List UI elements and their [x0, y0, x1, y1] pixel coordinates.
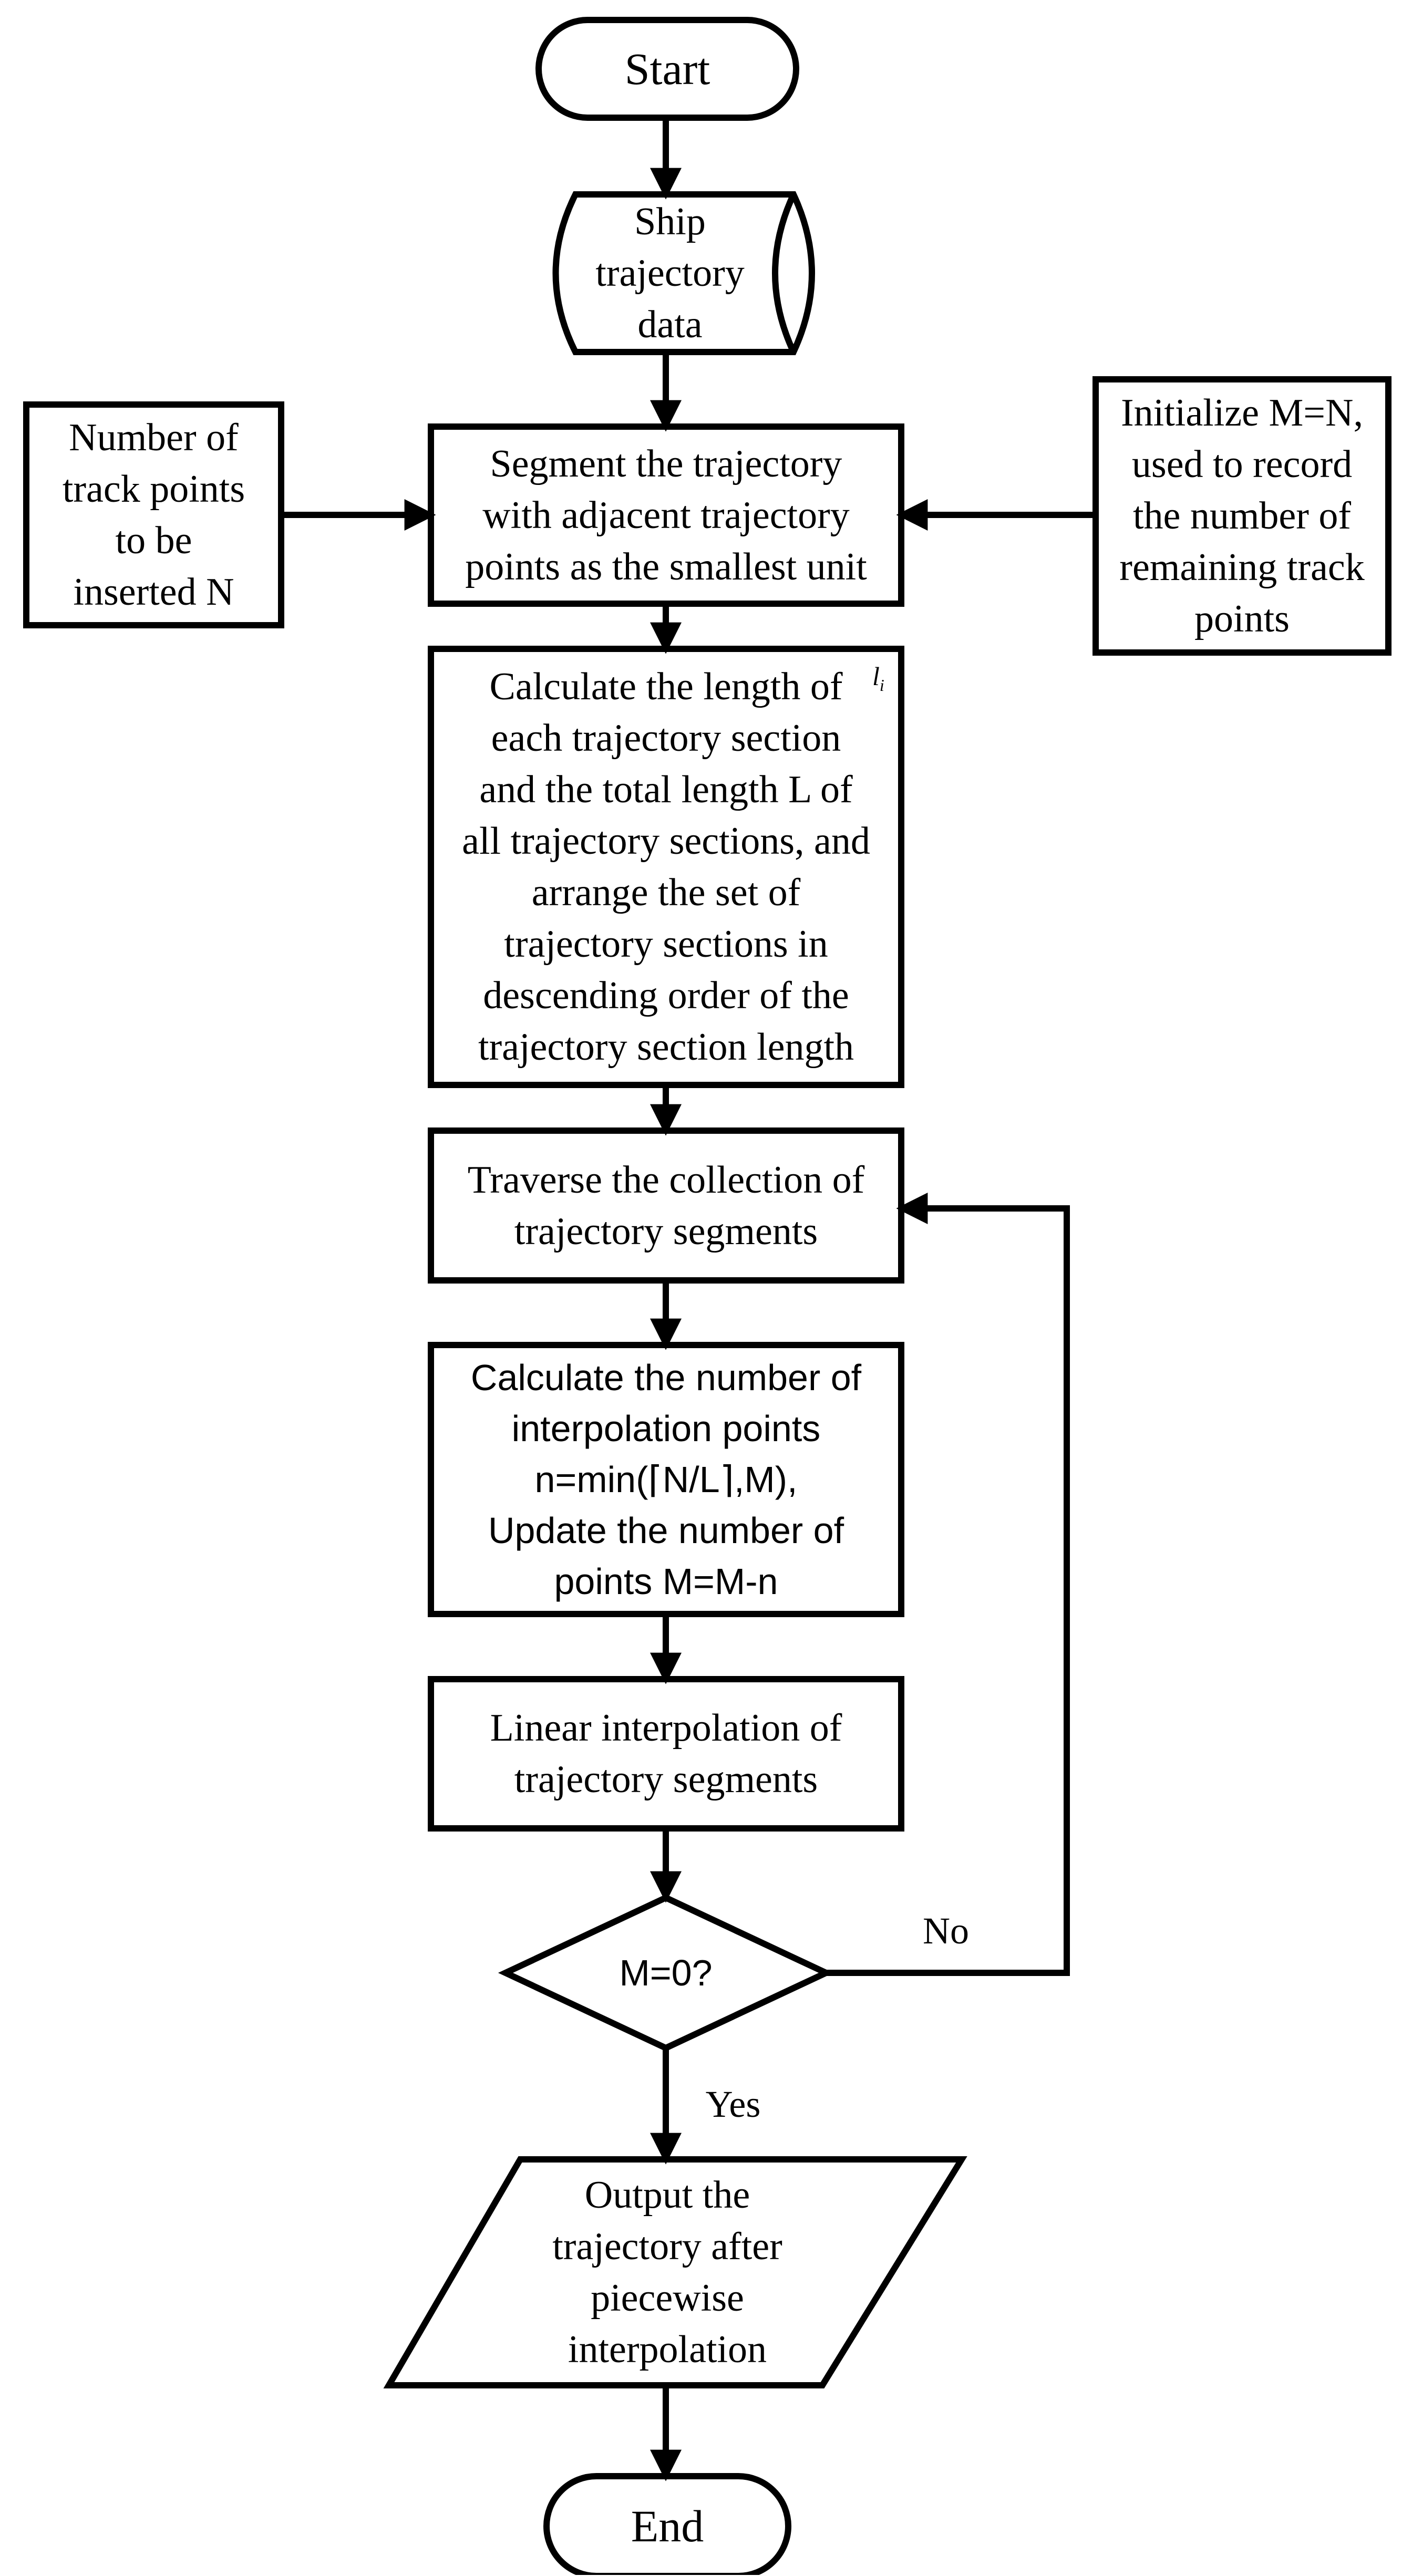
data-store-inner-curve	[772, 193, 797, 354]
length-symbol-subscript: i	[879, 676, 884, 695]
decision-diamond: M=0?	[506, 1898, 826, 2048]
segment-shape	[428, 423, 904, 607]
initialize-m-shape	[1093, 376, 1392, 656]
decision-label: M=0?	[619, 1952, 713, 1993]
calculate-length-shape	[428, 646, 904, 1088]
start-terminator: Start	[539, 20, 796, 118]
interp-points-label: Calculate the number of interpolation po…	[470, 1357, 862, 1602]
interp-points-box: Calculate the number of interpolation po…	[431, 1345, 901, 1614]
linear-interp-box: Linear interpolation of trajectory segme…	[431, 1679, 901, 1828]
no-edge-label: No	[893, 1907, 998, 1954]
output-shape	[383, 2156, 967, 2388]
no-label: No	[923, 1910, 969, 1952]
arrow-decision-no-loop	[826, 1193, 1070, 1976]
output-label: Output the trajectory after piecewise in…	[552, 2174, 782, 2371]
length-symbol: li	[872, 661, 884, 695]
segment-box: Segment the trajectory with adjacent tra…	[431, 427, 901, 604]
traverse-shape	[428, 1127, 904, 1284]
yes-edge-label: Yes	[683, 2081, 783, 2128]
interp-points-shape	[428, 1342, 904, 1617]
input-n-box: Number of track points to be inserted N	[26, 405, 281, 625]
calculate-length-label: Calculate the length of each trajectory …	[462, 665, 870, 1069]
data-store-label: Ship trajectory data	[595, 200, 745, 346]
end-terminator: End	[547, 2476, 788, 2576]
data-store: Ship trajectory data	[557, 194, 783, 352]
linear-interp-label: Linear interpolation of trajectory segme…	[490, 1706, 842, 1801]
calculate-length-box: Calculate the length of each trajectory …	[431, 649, 901, 1085]
initialize-m-label: Initialize M=N, used to record the numbe…	[1119, 391, 1365, 640]
yes-label: Yes	[705, 2083, 761, 2125]
output-parallelogram: Output the trajectory after piecewise in…	[473, 2159, 862, 2385]
segment-label: Segment the trajectory with adjacent tra…	[465, 442, 867, 588]
end-label: End	[631, 2501, 704, 2551]
traverse-label: Traverse the collection of trajectory se…	[467, 1158, 865, 1253]
initialize-m-box: Initialize M=N, used to record the numbe…	[1096, 379, 1388, 653]
start-label: Start	[624, 44, 710, 94]
input-n-label: Number of track points to be inserted N	[62, 416, 245, 614]
traverse-box: Traverse the collection of trajectory se…	[431, 1131, 901, 1280]
